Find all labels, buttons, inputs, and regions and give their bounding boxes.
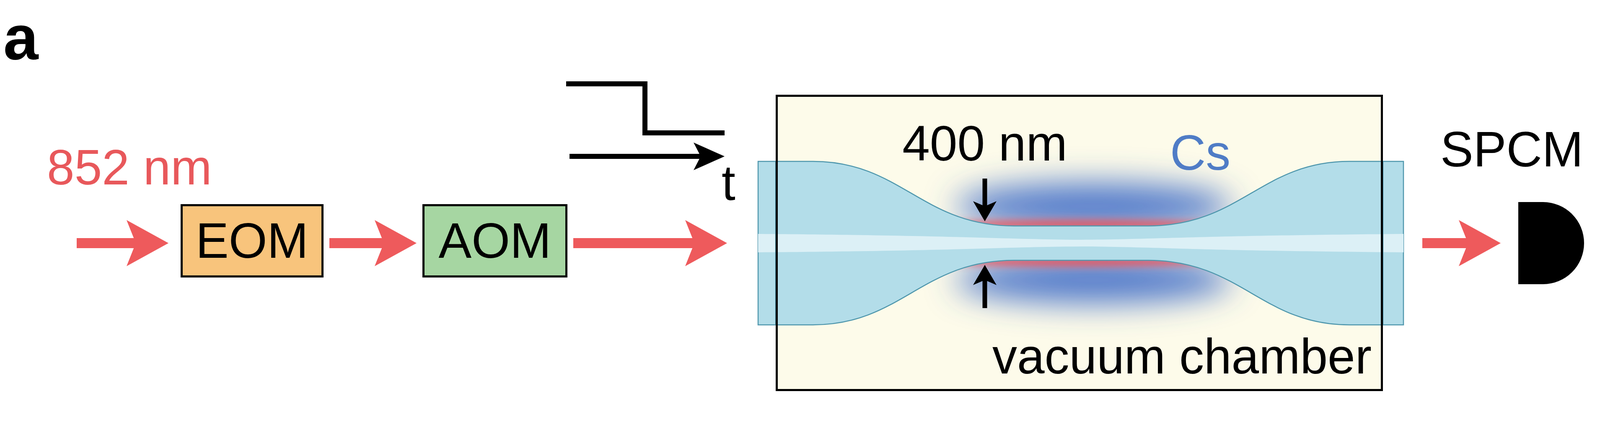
box-label: EOM: [195, 213, 309, 269]
fiber-core: [758, 233, 1404, 253]
modulator-box: EOM: [180, 204, 324, 278]
panel-letter: a: [3, 3, 39, 73]
detector-symbol: [1514, 201, 1585, 285]
modulator-box: AOM: [422, 204, 568, 278]
input-beam-arrow: [76, 220, 169, 267]
box-label: vacuum chamber: [992, 329, 1372, 384]
tapered-fiber: [758, 161, 1404, 325]
waist-diameter-arrows: [973, 178, 997, 309]
time-axis-arrow: [569, 142, 725, 171]
dimension-label: 400 nm: [902, 116, 1068, 171]
pulse-step: [566, 83, 725, 133]
wavelength-label: 852 nm: [46, 140, 213, 195]
vacuum-chamber: vacuum chamber: [775, 94, 1383, 391]
detector-label: SPCM: [1440, 122, 1584, 177]
detector: SPCM: [1514, 201, 1585, 285]
beam-arrow: [1422, 238, 1480, 249]
species-label: Cs: [1170, 125, 1231, 181]
beam-arrow: [573, 238, 707, 249]
beam-arrow: [329, 238, 396, 249]
detector-body: [1518, 201, 1585, 285]
axis-label: t: [721, 155, 736, 211]
box-label: AOM: [438, 213, 552, 269]
